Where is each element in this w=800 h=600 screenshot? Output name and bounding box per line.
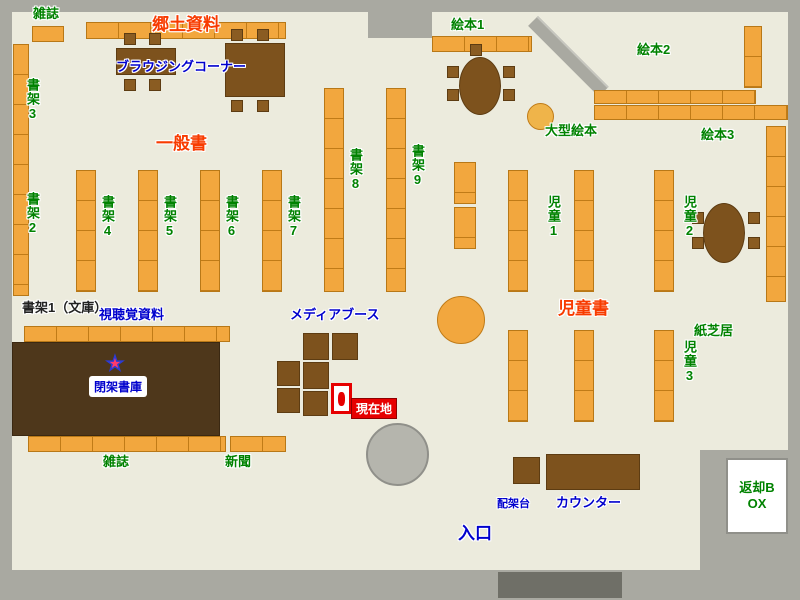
children-shelf bbox=[508, 170, 528, 292]
chair bbox=[447, 89, 459, 101]
round-display bbox=[437, 296, 485, 344]
return-box: 返却BOX bbox=[726, 458, 788, 534]
picture-book-table bbox=[459, 57, 501, 115]
media-booth bbox=[303, 362, 329, 389]
shelf4-label: 書架4 bbox=[99, 195, 115, 239]
left-wall-shelf bbox=[13, 44, 29, 296]
jido1-label: 児童1 bbox=[545, 195, 561, 239]
magazine-shelf-top bbox=[32, 26, 64, 42]
media-booth bbox=[332, 333, 358, 360]
local-materials-label: 郷土資料 bbox=[152, 15, 220, 34]
current-location-badge: 現在地 bbox=[351, 398, 398, 419]
current-location-seat bbox=[338, 392, 345, 406]
chair bbox=[503, 89, 515, 101]
media-booth bbox=[277, 388, 300, 413]
shelf-8 bbox=[324, 88, 344, 292]
browsing-table bbox=[225, 43, 285, 97]
entrance-pillar bbox=[366, 423, 429, 486]
children-table bbox=[703, 203, 745, 263]
shelf6-label: 書架6 bbox=[223, 195, 239, 239]
media-booth-label: メディアブース bbox=[290, 307, 380, 322]
general-books-label: 一般書 bbox=[156, 134, 207, 153]
book-stand bbox=[513, 457, 540, 484]
magazine-shelf-bottom bbox=[28, 436, 226, 452]
chair bbox=[748, 212, 760, 224]
chair bbox=[149, 33, 161, 45]
shelf9-label: 書架9 bbox=[409, 144, 425, 188]
children-shelf bbox=[508, 330, 528, 422]
chair bbox=[503, 66, 515, 78]
chair bbox=[231, 100, 243, 112]
ehon1-label: 絵本1 bbox=[451, 17, 485, 32]
center-shelf bbox=[454, 207, 476, 249]
media-booth bbox=[303, 391, 328, 416]
center-shelf bbox=[454, 162, 476, 204]
jido2-label: 児童2 bbox=[681, 195, 697, 239]
audio-visual-shelf bbox=[24, 326, 230, 342]
shelf-9 bbox=[386, 88, 406, 292]
children-shelf bbox=[654, 330, 674, 422]
media-booth bbox=[277, 361, 300, 386]
shelf-6 bbox=[200, 170, 220, 292]
ehon1-shelf bbox=[432, 36, 532, 52]
counter-label: カウンター bbox=[556, 495, 622, 510]
chair bbox=[692, 212, 704, 224]
entrance-mat bbox=[498, 572, 622, 598]
wall-pillar-top bbox=[368, 12, 432, 38]
jido3-label: 児童3 bbox=[681, 340, 697, 384]
shelf-4 bbox=[76, 170, 96, 292]
shelf3-label: 書架3 bbox=[24, 78, 40, 122]
right-wall-shelf bbox=[766, 126, 786, 302]
children-books-label: 児童書 bbox=[558, 299, 609, 318]
magazines-top-label: 雑誌 bbox=[33, 6, 60, 21]
kamishibai-label: 紙芝居 bbox=[694, 323, 734, 338]
chair bbox=[692, 237, 704, 249]
entrance-label: 入口 bbox=[458, 524, 492, 543]
chair bbox=[257, 100, 269, 112]
shelf2-label: 書架2 bbox=[24, 192, 40, 236]
large-picture-book-table bbox=[527, 103, 554, 130]
ehon2-shelf bbox=[594, 90, 756, 104]
shelf8-label: 書架8 bbox=[347, 148, 363, 192]
chair bbox=[470, 44, 482, 56]
chair bbox=[124, 33, 136, 45]
newspapers-label: 新聞 bbox=[225, 454, 252, 469]
corner-shelf bbox=[744, 26, 762, 88]
chair bbox=[257, 29, 269, 41]
shelf-7 bbox=[262, 170, 282, 292]
chair bbox=[447, 66, 459, 78]
current-location-booth bbox=[331, 383, 352, 414]
chair bbox=[231, 29, 243, 41]
counter-desk bbox=[546, 454, 640, 490]
star-icon: ★ bbox=[105, 353, 124, 375]
large-picture-books-label: 大型絵本 bbox=[545, 123, 598, 138]
chair bbox=[748, 237, 760, 249]
newspaper-shelf bbox=[230, 436, 286, 452]
shelf-5 bbox=[138, 170, 158, 292]
audio-visual-label: 視聴覚資料 bbox=[99, 307, 165, 322]
chair bbox=[149, 79, 161, 91]
magazines-bottom-label: 雑誌 bbox=[103, 454, 130, 469]
children-shelf bbox=[574, 170, 594, 292]
children-shelf bbox=[574, 330, 594, 422]
shelf1-bunko-label: 書架1（文庫） bbox=[22, 300, 108, 315]
ehon2-shelf-lower bbox=[594, 105, 788, 120]
media-booth bbox=[303, 333, 329, 360]
browsing-table bbox=[116, 48, 176, 75]
shelf5-label: 書架5 bbox=[161, 195, 177, 239]
browsing-corner-label: ブラウジングコーナー bbox=[116, 59, 247, 74]
ehon3-label: 絵本3 bbox=[701, 127, 735, 142]
ehon2-label: 絵本2 bbox=[637, 42, 671, 57]
shelf7-label: 書架7 bbox=[285, 195, 301, 239]
book-stand-label: 配架台 bbox=[497, 498, 530, 510]
closed-stacks-label: 閉架書庫 bbox=[89, 376, 148, 397]
children-shelf bbox=[654, 170, 674, 292]
chair bbox=[124, 79, 136, 91]
return-box-label: 返却BOX bbox=[739, 480, 775, 511]
